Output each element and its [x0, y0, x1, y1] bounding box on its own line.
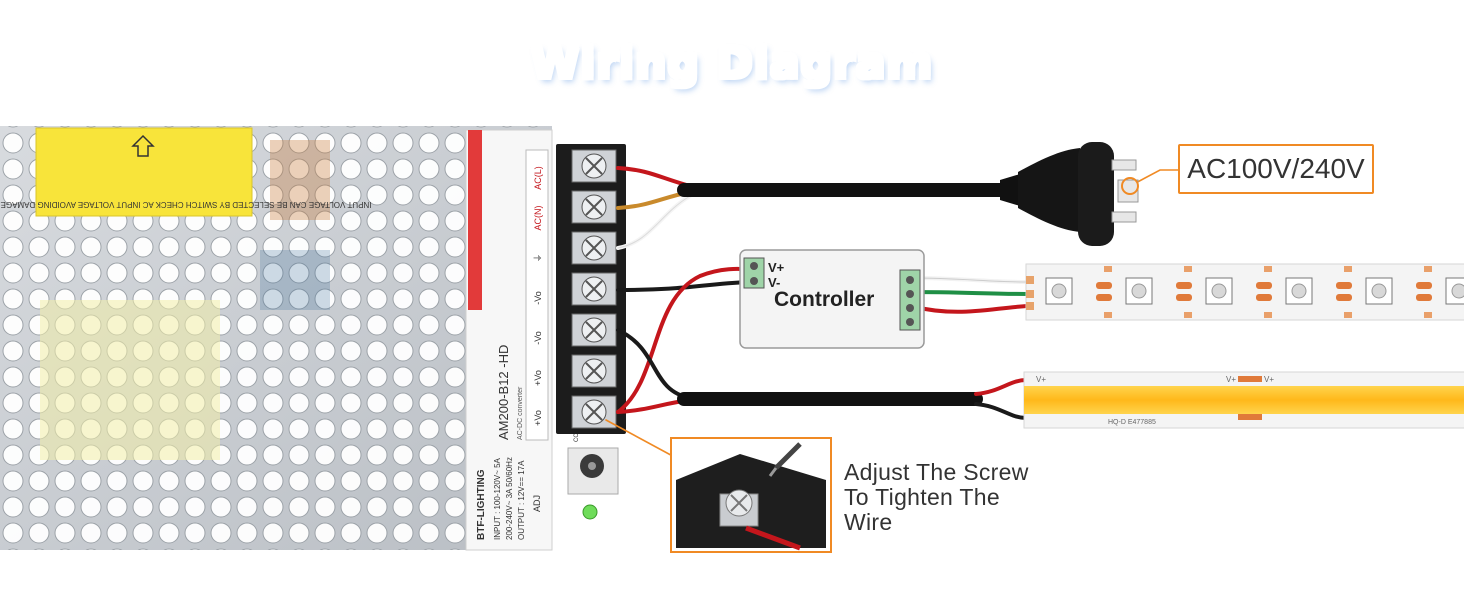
adjust-screw-text: Adjust The Screw To Tighten The Wire	[844, 460, 1084, 535]
ac-voltage-label: AC100V/240V	[1178, 144, 1374, 194]
controller-vminus-label: V-	[768, 275, 780, 290]
terminal-screw	[571, 149, 617, 183]
psu-terminal-label: +Vo	[533, 410, 543, 426]
psu-brand: BTF-LIGHTING	[476, 469, 487, 540]
psu-terminal-label: AC(N)	[533, 206, 543, 231]
diagram-title: Wiring Diagram	[530, 38, 934, 89]
terminal-screw	[571, 272, 617, 306]
psu-terminal-label: AC(L)	[533, 166, 543, 190]
terminal-screw	[571, 313, 617, 347]
addressable-led-strip	[1025, 263, 1464, 321]
controller-vplus-label: V+	[768, 260, 785, 275]
adjust-text-line-1: Adjust The Screw	[844, 459, 1029, 485]
controller-label: Controller	[774, 288, 874, 311]
cob-cert-text: HQ-D E477885	[1108, 419, 1156, 426]
cob-vplus-left: V+	[1036, 375, 1046, 384]
psu-terminal-label: -Vo	[533, 331, 543, 345]
led-pixel	[1045, 266, 1112, 318]
terminal-block	[556, 144, 626, 434]
led-pixel	[1205, 266, 1272, 318]
power-led	[582, 504, 598, 520]
wires	[605, 166, 1179, 461]
warning-text: INPUT VOLTAGE CAN BE SELECTED BY SWITCH …	[0, 200, 371, 209]
terminal-screw	[571, 395, 617, 429]
psu-terminal-label: +Vo	[533, 370, 543, 386]
psu-type: AC-DC converter	[517, 386, 524, 440]
led-pixel	[1285, 266, 1352, 318]
adjust-text-line-2: To Tighten The	[844, 484, 1000, 510]
controller: V+ V- Controller	[739, 249, 925, 349]
psu-terminal-label: -Vo	[533, 291, 543, 305]
led-pixel	[1365, 266, 1432, 318]
terminal-screw	[571, 231, 617, 265]
warning-label: INPUT VOLTAGE CAN BE SELECTED BY SWITCH …	[0, 127, 371, 217]
terminal-screw	[571, 190, 617, 224]
adjust-text-line-3: Wire	[844, 509, 893, 535]
psu-info-panel: AM200-B12 -HD AC-DC converter BTF-LIGHTI…	[465, 129, 553, 551]
psu-output: OUTPUT : 12V== 17A	[517, 460, 526, 540]
terminal-screw	[571, 354, 617, 388]
psu-terminal-label: ⏚	[533, 253, 543, 262]
psu-model: AM200-B12 -HD	[496, 345, 511, 440]
led-pixel	[1125, 266, 1192, 318]
cob-vplus-mid1: V+	[1226, 375, 1236, 384]
psu-input-1: INPUT : 100-120V~ 5A	[493, 457, 502, 540]
led-pixel	[1445, 277, 1464, 305]
adj-label: ADJ	[532, 495, 542, 512]
screwdriver-icon	[774, 442, 802, 470]
power-supply: INPUT VOLTAGE CAN BE SELECTED BY SWITCH …	[0, 126, 619, 551]
screw-detail-callout	[670, 437, 832, 553]
psu-input-2: 200-240V~ 3A 50/60Hz	[505, 457, 514, 540]
ac-plug	[1000, 142, 1139, 246]
cob-led-strip: V+ V+ V+ HQ-D E477885	[1023, 371, 1464, 429]
cob-vplus-mid2: V+	[1264, 375, 1274, 384]
